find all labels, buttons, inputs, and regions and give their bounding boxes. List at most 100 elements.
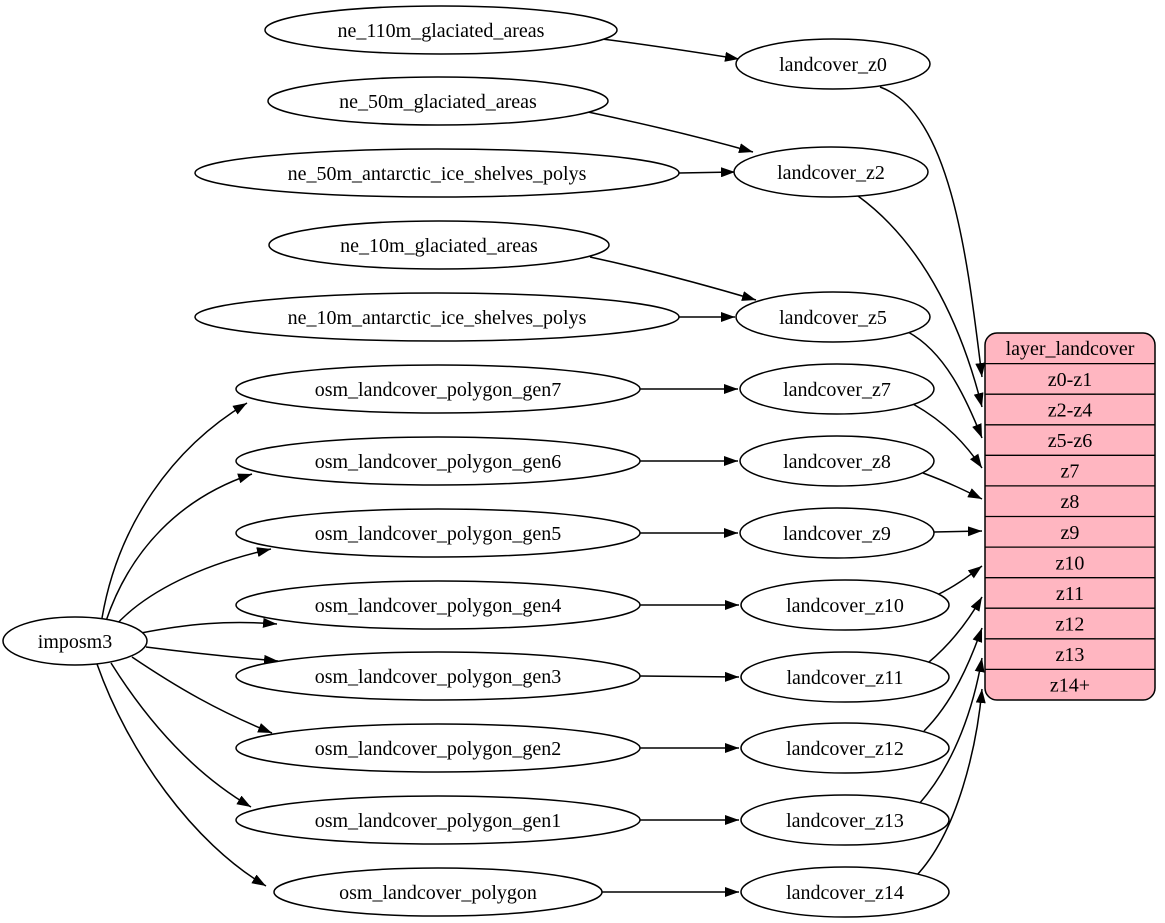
node-imposm3: imposm3: [2, 616, 148, 666]
node-osm-landcover-polygon-gen7-shape: [235, 364, 641, 414]
node-landcover-z14: landcover_z14: [740, 866, 950, 918]
table-row-z2-z4: z2-z4: [1048, 400, 1092, 422]
edge-ne50m-ant-to-z2: [678, 167, 736, 178]
node-landcover-z5-label: landcover_z5: [779, 307, 887, 329]
node-osm-landcover-polygon-gen2: osm_landcover_polygon_gen2: [235, 723, 641, 773]
node-osm-landcover-polygon-gen2-shape: [235, 723, 641, 773]
node-osm-landcover-polygon-gen7-label: osm_landcover_polygon_gen7: [315, 379, 562, 401]
edge-imposm3-to-gen4: [140, 617, 278, 634]
node-landcover-z13-label: landcover_z13: [786, 810, 904, 832]
layer-landcover-table-title: layer_landcover: [1006, 338, 1135, 360]
node-ne-50m-antarctic-ice-shelves-polys: ne_50m_antarctic_ice_shelves_polys: [194, 148, 680, 198]
node-landcover-z9: landcover_z9: [739, 507, 935, 559]
node-landcover-z2: landcover_z2: [733, 146, 929, 198]
node-landcover-z10: landcover_z10: [740, 579, 950, 631]
edge-z12-to-row-z12: [923, 627, 983, 732]
edge-z9-to-row-z9: [933, 526, 983, 537]
table-row-z7: z7: [1061, 461, 1080, 483]
node-landcover-z0: landcover_z0: [735, 38, 931, 90]
node-osm-landcover-polygon-gen4-label: osm_landcover_polygon_gen4: [315, 595, 562, 617]
node-osm-landcover-polygon-gen1-shape: [235, 795, 641, 845]
node-osm-landcover-polygon-gen6-label: osm_landcover_polygon_gen6: [315, 451, 562, 473]
node-landcover-z10-shape: [740, 579, 950, 631]
node-ne-50m-antarctic-ice-shelves-polys-label: ne_50m_antarctic_ice_shelves_polys: [288, 163, 587, 185]
edge-imposm3-to-gen1: [110, 662, 252, 808]
node-landcover-z9-shape: [739, 507, 935, 559]
node-landcover-z14-shape: [740, 866, 950, 918]
node-landcover-z2-label: landcover_z2: [777, 162, 885, 184]
node-imposm3-label: imposm3: [38, 631, 112, 653]
node-landcover-z10-label: landcover_z10: [786, 595, 904, 617]
node-landcover-z13: landcover_z13: [740, 794, 950, 846]
node-osm-landcover-polygon-gen1: osm_landcover_polygon_gen1: [235, 795, 641, 845]
node-ne-50m-antarctic-ice-shelves-polys-shape: [194, 148, 680, 198]
edge-z0-to-row-z0-z1: [879, 86, 986, 378]
node-ne-10m-glaciated-areas: ne_10m_glaciated_areas: [268, 220, 610, 270]
node-imposm3-shape: [2, 616, 148, 666]
edge-imposm3-to-gen5: [113, 547, 272, 628]
node-landcover-z7: landcover_z7: [739, 363, 935, 415]
edge-z8-to-row-z8: [922, 472, 983, 500]
node-osm-landcover-polygon: osm_landcover_polygon: [273, 867, 603, 917]
table-row-z14plus: z14+: [1050, 675, 1090, 697]
node-osm-landcover-polygon-gen7: osm_landcover_polygon_gen7: [235, 364, 641, 414]
edge-group: [96, 38, 986, 897]
node-osm-landcover-polygon-gen5-label: osm_landcover_polygon_gen5: [315, 523, 562, 545]
node-landcover-z12: landcover_z12: [740, 722, 950, 774]
edge-z14-to-row-z14plus: [915, 688, 986, 877]
table-row-z10: z10: [1056, 552, 1085, 574]
node-ne-110m-glaciated-areas: ne_110m_glaciated_areas: [264, 5, 618, 55]
node-landcover-z7-label: landcover_z7: [783, 379, 891, 401]
table-row-z13: z13: [1056, 644, 1085, 666]
node-landcover-z13-shape: [740, 794, 950, 846]
layer-landcover-table-separators: [985, 362, 1155, 671]
node-osm-landcover-polygon-gen3-label: osm_landcover_polygon_gen3: [315, 666, 562, 688]
node-landcover-z8-label: landcover_z8: [783, 451, 891, 473]
node-landcover-z11-shape: [740, 651, 950, 703]
edge-imposm3-to-polygon: [96, 663, 267, 887]
node-landcover-z5-shape: [735, 291, 931, 343]
node-osm-landcover-polygon-gen2-label: osm_landcover_polygon_gen2: [315, 738, 562, 760]
node-ne-10m-glaciated-areas-shape: [268, 220, 610, 270]
node-osm-landcover-polygon-gen5: osm_landcover_polygon_gen5: [235, 508, 641, 558]
node-osm-landcover-polygon-gen3-shape: [235, 651, 641, 701]
node-osm-landcover-polygon-gen6: osm_landcover_polygon_gen6: [235, 436, 641, 486]
edge-ne10m-glac-to-z5: [589, 256, 757, 301]
table-row-z0-z1: z0-z1: [1048, 369, 1092, 391]
node-landcover-z0-label: landcover_z0: [779, 54, 887, 76]
edge-z13-to-row-z13: [918, 657, 985, 805]
node-osm-landcover-polygon-gen5-shape: [235, 508, 641, 558]
edge-z11-to-row-z11: [928, 596, 983, 663]
edge-imposm3-to-gen3: [145, 646, 279, 665]
node-ne-10m-antarctic-ice-shelves-polys-shape: [194, 292, 680, 342]
node-ne-10m-glaciated-areas-label: ne_10m_glaciated_areas: [340, 235, 538, 257]
node-landcover-z2-shape: [733, 146, 929, 198]
node-landcover-z14-label: landcover_z14: [786, 882, 904, 904]
node-osm-landcover-polygon-gen6-shape: [235, 436, 641, 486]
node-landcover-z12-label: landcover_z12: [786, 738, 904, 760]
edge-z2-to-row-z2-z4: [857, 195, 984, 408]
edge-ne110m-to-z0: [601, 38, 740, 62]
node-ne-10m-antarctic-ice-shelves-polys: ne_10m_antarctic_ice_shelves_polys: [194, 292, 680, 342]
node-landcover-z8: landcover_z8: [739, 435, 935, 487]
edge-imposm3-to-gen2: [131, 656, 273, 734]
table-row-z8: z8: [1061, 491, 1080, 513]
edge-z5-to-row-z5-z6: [907, 331, 983, 439]
node-ne-110m-glaciated-areas-label: ne_110m_glaciated_areas: [338, 20, 545, 42]
edge-gen3-to-z11: [639, 671, 740, 682]
node-landcover-z0-shape: [735, 38, 931, 90]
edge-z7-to-row-z7: [912, 403, 983, 469]
node-osm-landcover-polygon-gen4-shape: [235, 580, 641, 630]
node-osm-landcover-polygon-gen3: osm_landcover_polygon_gen3: [235, 651, 641, 701]
node-landcover-z9-label: landcover_z9: [783, 523, 891, 545]
layer-landcover-table: layer_landcover z0-z1 z2-z4 z5-z6 z7 z8 …: [984, 332, 1156, 701]
node-landcover-z5: landcover_z5: [735, 291, 931, 343]
node-osm-landcover-polygon-label: osm_landcover_polygon: [339, 882, 537, 904]
node-ne-50m-glaciated-areas-label: ne_50m_glaciated_areas: [339, 91, 537, 113]
table-row-z9: z9: [1061, 522, 1080, 544]
node-landcover-z7-shape: [739, 363, 935, 415]
table-row-z11: z11: [1056, 583, 1084, 605]
node-osm-landcover-polygon-gen1-label: osm_landcover_polygon_gen1: [315, 810, 562, 832]
edge-imposm3-to-gen6: [105, 473, 253, 622]
node-landcover-z11: landcover_z11: [740, 651, 950, 703]
